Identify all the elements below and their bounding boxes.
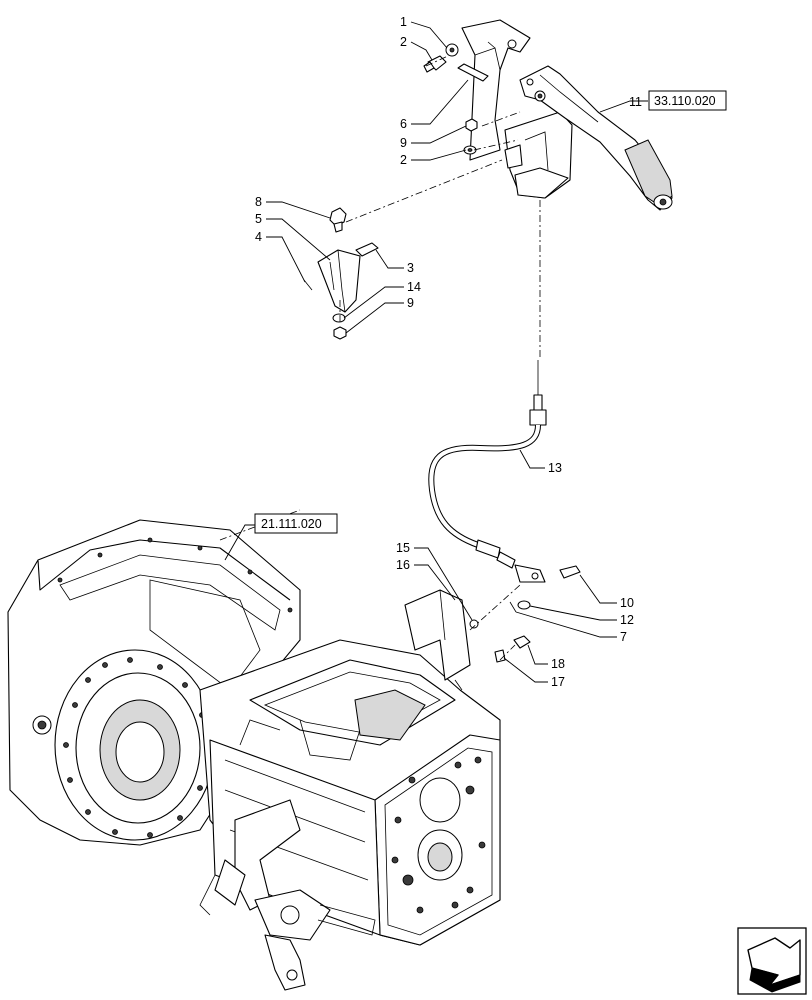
leader-lines (224, 21, 648, 683)
callout-13: 13 (548, 461, 562, 475)
transmission-housing (7, 519, 501, 991)
cable-bracket-assembly (303, 207, 379, 340)
callout-2-upper: 2 (400, 35, 407, 49)
next-page-arrow-icon[interactable] (737, 927, 807, 995)
reference-33-110-020: 33.110.020 (654, 94, 716, 108)
callout-10: 10 (620, 596, 634, 610)
assembly-centerlines (219, 55, 541, 661)
callout-5: 5 (255, 212, 262, 226)
callout-17: 17 (551, 675, 565, 689)
callout-15: 15 (396, 541, 410, 555)
callout-6: 6 (400, 117, 407, 131)
reference-box-handbrake[interactable]: 33.110.020 (648, 90, 727, 111)
bell-housing-bolts (63, 657, 211, 838)
callout-1: 1 (400, 15, 407, 29)
callout-labels: 1 2 6 9 2 11 8 5 4 3 14 9 13 15 16 10 12… (255, 15, 642, 689)
callout-12: 12 (620, 613, 634, 627)
lower-bracket-assembly (404, 565, 581, 691)
reference-21-111-020: 21.111.020 (261, 517, 322, 531)
upper-fasteners (423, 43, 489, 155)
callout-7: 7 (620, 630, 627, 644)
callout-4: 4 (255, 230, 262, 244)
handbrake-lever-assembly (461, 19, 673, 211)
callout-3: 3 (407, 261, 414, 275)
callout-2-lower: 2 (400, 153, 407, 167)
callout-16: 16 (396, 558, 410, 572)
callout-9-upper: 9 (400, 136, 407, 150)
callout-18: 18 (551, 657, 565, 671)
reference-box-transmission[interactable]: 21.111.020 (254, 513, 338, 534)
callout-11: 11 (629, 95, 642, 109)
brake-cable (428, 360, 547, 583)
callout-9-lower: 9 (407, 296, 414, 310)
callout-14: 14 (407, 280, 421, 294)
callout-8: 8 (255, 195, 262, 209)
